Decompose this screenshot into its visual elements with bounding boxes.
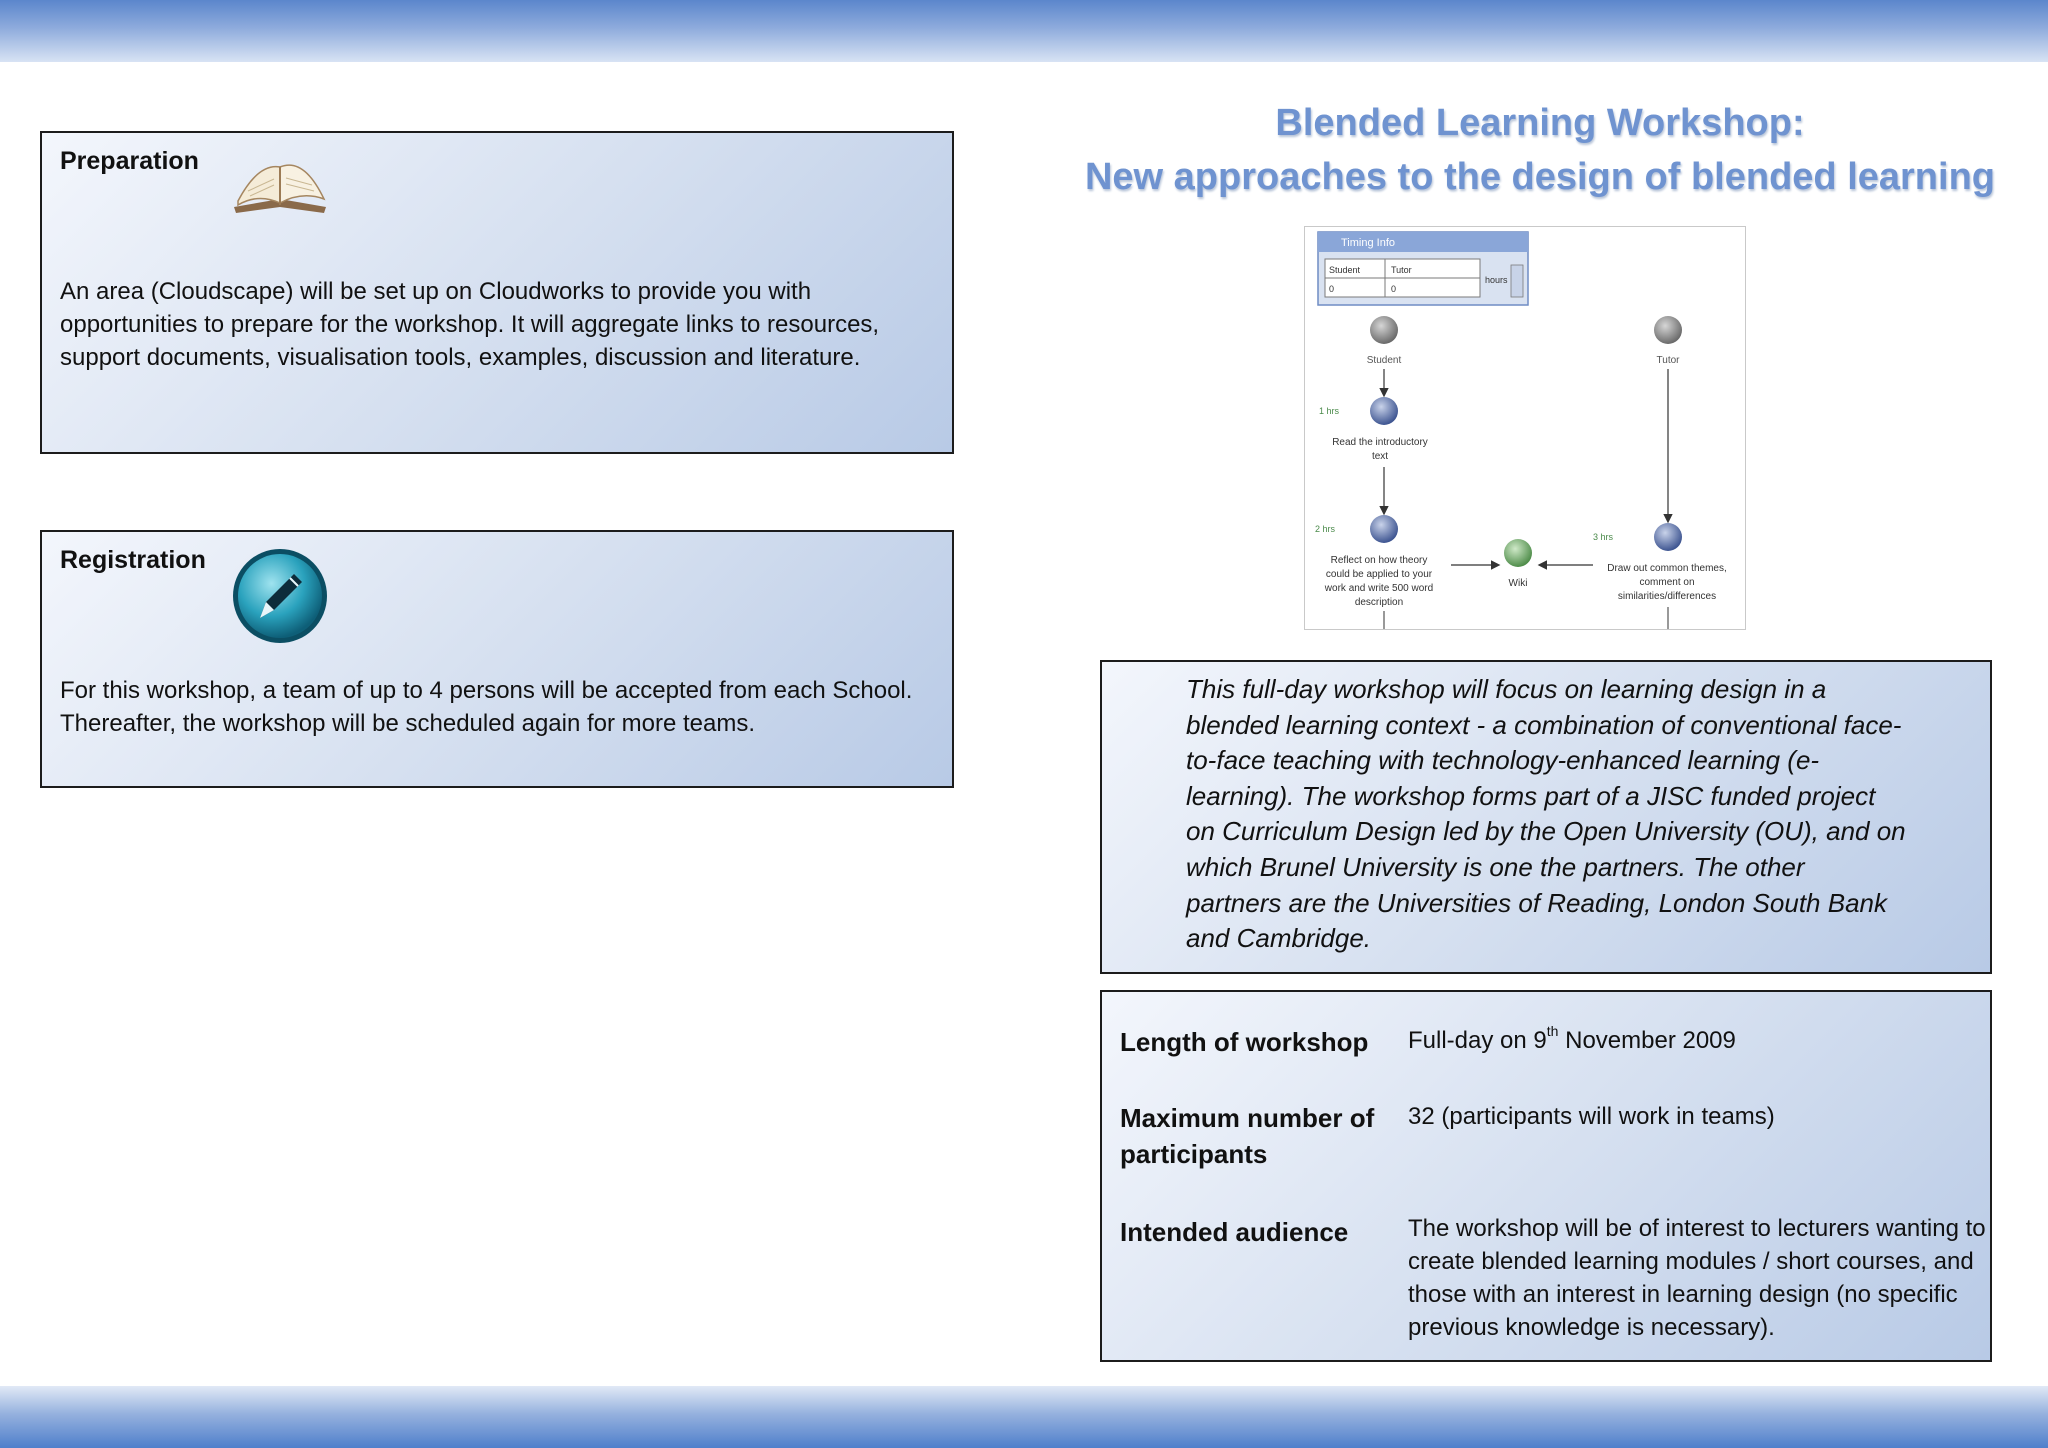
top-banner	[0, 0, 2048, 62]
step2-time: 2 hrs	[1315, 524, 1336, 534]
max-participants-label: Maximum number of participants	[1120, 1103, 1375, 1169]
timing-info-title: Timing Info	[1341, 237, 1395, 249]
audience-value: The workshop will be of interest to lect…	[1408, 1215, 1986, 1341]
registration-box: Registration For this workshop, a team o…	[40, 530, 954, 788]
bottom-banner	[0, 1386, 2048, 1448]
learning-design-diagram: Timing Info Student Tutor 0 0 hours Stud…	[1304, 226, 1746, 630]
timing-col-tutor: Tutor	[1391, 265, 1412, 275]
length-label: Length of workshop	[1120, 1027, 1369, 1057]
wiki-label: Wiki	[1509, 578, 1528, 589]
wiki-node	[1504, 539, 1532, 567]
details-box: Length of workshop Full-day on 9th Novem…	[1100, 990, 1992, 1362]
audience-label: Intended audience	[1120, 1217, 1349, 1247]
preparation-box: Preparation An area (Cloudscape) will be…	[40, 131, 954, 454]
step2-text-a: Reflect on how theory	[1331, 555, 1428, 566]
step1-time: 1 hrs	[1319, 406, 1340, 416]
intro-box: This full-day workshop will focus on lea…	[1100, 660, 1992, 974]
step2-text-d: description	[1355, 597, 1403, 608]
tutor-node	[1654, 316, 1682, 344]
step2-text-b: could be applied to your	[1326, 569, 1433, 580]
tutor-step-node	[1654, 523, 1682, 551]
max-participants-value: 32 (participants will work in teams)	[1408, 1103, 1775, 1130]
tutor-text-c: similarities/differences	[1618, 591, 1716, 602]
page-title: Blended Learning Workshop: New approache…	[1060, 96, 2020, 204]
tutor-text-a: Draw out common themes,	[1607, 563, 1727, 574]
title-line-2: New approaches to the design of blended …	[1084, 156, 1995, 198]
tutor-text-b: comment on	[1639, 577, 1694, 588]
length-value: Full-day on 9th November 2009	[1408, 1023, 1736, 1054]
step2-text-c: work and write 500 word	[1324, 583, 1433, 594]
registration-text: For this workshop, a team of up to 4 per…	[60, 677, 913, 737]
preparation-text: An area (Cloudscape) will be set up on C…	[60, 278, 880, 371]
timing-tutor-value: 0	[1391, 284, 1396, 294]
step1-text-a: Read the introductory	[1332, 437, 1428, 448]
step1-text-b: text	[1372, 451, 1388, 462]
intro-text: This full-day workshop will focus on lea…	[1186, 674, 1906, 954]
pen-icon	[233, 549, 327, 643]
student-node	[1370, 316, 1398, 344]
step1-node	[1370, 397, 1398, 425]
timing-unit: hours	[1485, 275, 1508, 285]
student-label: Student	[1367, 355, 1402, 366]
tutor-label: Tutor	[1657, 355, 1681, 366]
timing-student-value: 0	[1329, 284, 1334, 294]
open-book-icon	[234, 164, 326, 213]
step2-node	[1370, 515, 1398, 543]
timing-col-student: Student	[1329, 265, 1361, 275]
tutor-step-time: 3 hrs	[1593, 532, 1614, 542]
registration-heading: Registration	[60, 546, 206, 574]
title-line-1: Blended Learning Workshop:	[1275, 102, 1805, 144]
preparation-heading: Preparation	[60, 147, 199, 175]
